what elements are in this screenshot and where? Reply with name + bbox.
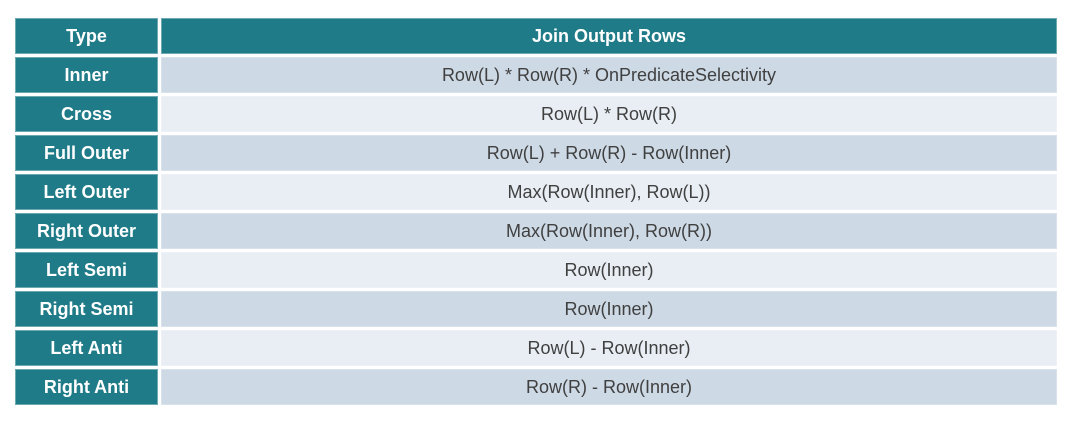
formula-cell: Row(Inner) — [161, 252, 1057, 288]
formula-cell: Max(Row(Inner), Row(L)) — [161, 174, 1057, 210]
formula-cell: Row(L) * Row(R) — [161, 96, 1057, 132]
table-row: Left Semi Row(Inner) — [15, 252, 1057, 288]
join-type-cell: Left Semi — [15, 252, 158, 288]
table-row: Inner Row(L) * Row(R) * OnPredicateSelec… — [15, 57, 1057, 93]
header-row: Type Join Output Rows — [15, 18, 1057, 54]
join-output-rows-column-header: Join Output Rows — [161, 18, 1057, 54]
table-row: Right Anti Row(R) - Row(Inner) — [15, 369, 1057, 405]
table-row: Left Anti Row(L) - Row(Inner) — [15, 330, 1057, 366]
formula-cell: Row(R) - Row(Inner) — [161, 369, 1057, 405]
type-column-header: Type — [15, 18, 158, 54]
formula-cell: Row(Inner) — [161, 291, 1057, 327]
table-row: Cross Row(L) * Row(R) — [15, 96, 1057, 132]
join-type-cell: Right Anti — [15, 369, 158, 405]
join-output-rows-table: Type Join Output Rows Inner Row(L) * Row… — [12, 15, 1060, 408]
table-row: Left Outer Max(Row(Inner), Row(L)) — [15, 174, 1057, 210]
table-row: Right Semi Row(Inner) — [15, 291, 1057, 327]
formula-cell: Row(L) - Row(Inner) — [161, 330, 1057, 366]
join-type-cell: Cross — [15, 96, 158, 132]
join-type-cell: Left Anti — [15, 330, 158, 366]
join-type-cell: Inner — [15, 57, 158, 93]
join-type-cell: Full Outer — [15, 135, 158, 171]
formula-cell: Max(Row(Inner), Row(R)) — [161, 213, 1057, 249]
formula-cell: Row(L) * Row(R) * OnPredicateSelectivity — [161, 57, 1057, 93]
formula-cell: Row(L) + Row(R) - Row(Inner) — [161, 135, 1057, 171]
join-type-cell: Left Outer — [15, 174, 158, 210]
table-row: Full Outer Row(L) + Row(R) - Row(Inner) — [15, 135, 1057, 171]
table-row: Right Outer Max(Row(Inner), Row(R)) — [15, 213, 1057, 249]
join-type-cell: Right Outer — [15, 213, 158, 249]
join-type-cell: Right Semi — [15, 291, 158, 327]
